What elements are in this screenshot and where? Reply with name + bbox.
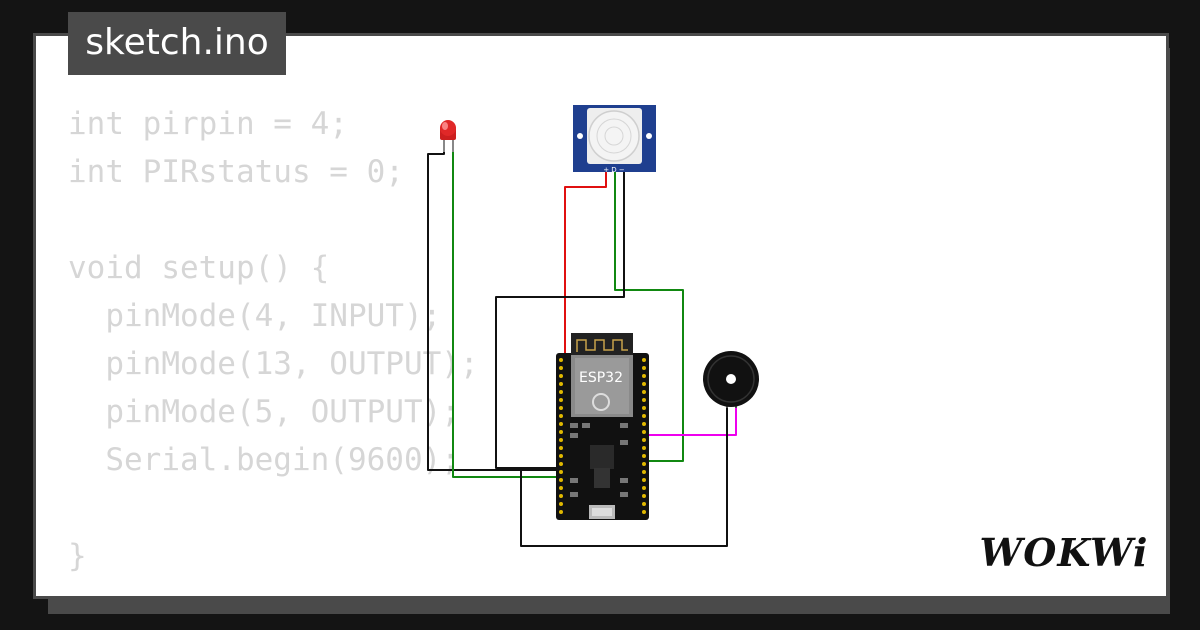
pir-pin-labels: + D −	[603, 166, 625, 174]
code-line: }	[68, 538, 87, 574]
wokwi-logo-text: WOKWi	[980, 530, 1149, 575]
wire-pir-power	[564, 168, 607, 356]
code-line: pinMode(5, OUTPUT);	[68, 394, 460, 430]
wire-pir-ground	[495, 168, 625, 469]
code-line: int PIRstatus = 0;	[68, 154, 404, 190]
file-tab-label: sketch.ino	[85, 22, 269, 63]
code-line: Serial.begin(9600);	[68, 442, 460, 478]
wire-pir-signal	[614, 168, 684, 462]
led-red[interactable]	[440, 120, 456, 152]
esp32-board[interactable]: ESP32	[556, 333, 649, 520]
wire-led-ground	[427, 150, 560, 471]
wire-led-signal	[452, 150, 560, 478]
code-line: void setup() {	[68, 250, 330, 286]
code-preview: int pirpin = 4; int PIRstatus = 0; void se…	[68, 100, 479, 580]
code-line: int pirpin = 4;	[68, 106, 348, 142]
esp32-label: ESP32	[579, 370, 623, 386]
espressif-logo-icon	[592, 393, 610, 411]
wire-buzzer-signal	[648, 406, 737, 436]
wire-buzzer-ground	[520, 406, 728, 547]
file-tab[interactable]: sketch.ino	[68, 12, 286, 75]
pir-motion-sensor[interactable]: + D −	[573, 105, 656, 174]
piezo-buzzer[interactable]	[703, 351, 759, 408]
code-line: pinMode(4, INPUT);	[68, 298, 442, 334]
wokwi-logo: WOKWi	[980, 530, 1149, 575]
